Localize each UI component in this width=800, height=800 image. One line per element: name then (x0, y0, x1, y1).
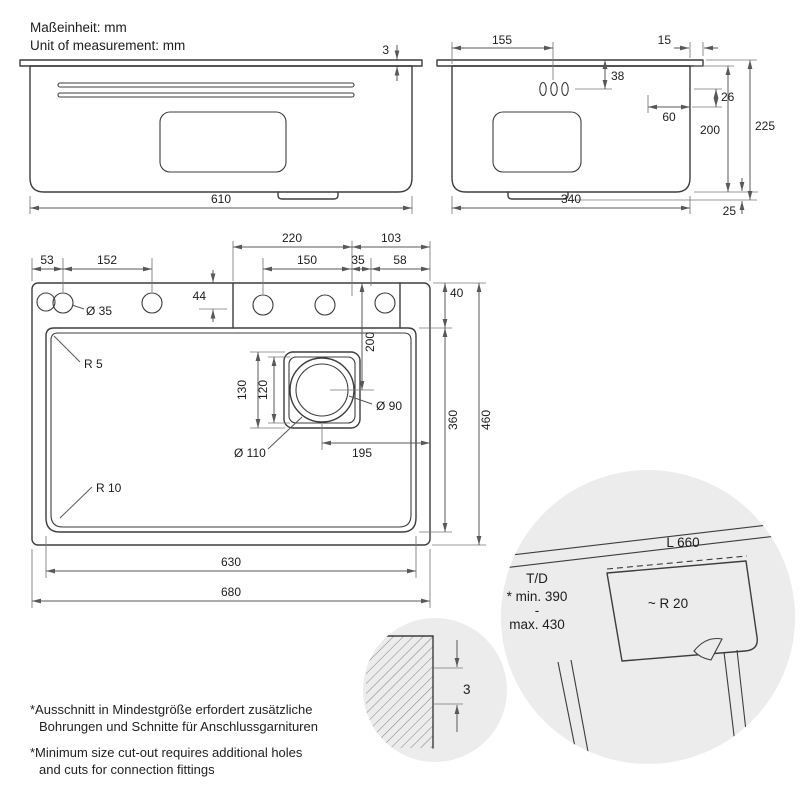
top-dim-120-label: 120 (256, 380, 270, 400)
footnote-en-line2: and cuts for connection fittings (39, 762, 215, 777)
top-faucet-holes (36, 292, 396, 316)
cutout-length-label: L 660 (666, 535, 699, 550)
top-outer-edge (31, 282, 431, 546)
top-dim-680: 680 (31, 549, 431, 608)
top-dim-44: 44 (193, 270, 227, 322)
top-dim-152-label: 152 (97, 253, 117, 267)
side-dim-15-label: 15 (658, 33, 672, 47)
unit-label-en: Unit of measurement: mm (30, 38, 185, 53)
top-dim-630-label: 630 (221, 555, 241, 569)
top-dim-40-label: 40 (450, 286, 464, 300)
side-drain-foot (507, 191, 569, 200)
top-dim-35-label: 35 (351, 253, 365, 267)
top-dim-200-label: 200 (363, 332, 377, 352)
top-dim-dia90-label: Ø 90 (376, 399, 402, 413)
top-dim-195-label: 195 (352, 446, 372, 460)
cutout-radius-label: ~ R 20 (648, 596, 688, 611)
edge-thickness-label: 3 (463, 682, 471, 697)
top-dim-630: 630 (45, 536, 417, 578)
side-dim-340-label: 340 (561, 192, 581, 206)
top-view: 220 103 53 152 150 35 58 44 (31, 231, 493, 608)
side-dim-60-label: 60 (662, 110, 676, 124)
side-dim-225-label: 225 (755, 119, 775, 133)
top-dim-460-label: 460 (479, 410, 493, 430)
top-dim-130-label: 130 (235, 380, 249, 400)
top-dim-dia35-label: Ø 35 (86, 304, 112, 318)
edge-detail-drawing (365, 635, 463, 749)
front-dim-width: 610 (29, 192, 413, 214)
top-dim-360: 360 (419, 328, 460, 533)
top-dim-dia110: Ø 110 (234, 416, 303, 460)
front-dim-rim-label: 3 (382, 43, 389, 57)
footnote-de-line2: Bohrungen und Schnitte für Anschlussgarn… (39, 719, 318, 734)
side-dim-225: 225 (572, 59, 775, 201)
top-dim-44-label: 44 (193, 289, 207, 303)
top-dim-r10: R 10 (59, 481, 122, 519)
side-dim-15: 15 (658, 33, 718, 58)
side-dim-200: 200 (694, 65, 758, 193)
top-dim-200: 200 (330, 283, 377, 391)
top-dim-120: 120 (256, 356, 290, 424)
unit-label-de: Maßeinheit: mm (30, 20, 127, 35)
front-body (29, 65, 413, 193)
front-panel (159, 111, 287, 173)
top-dim-680-label: 680 (221, 585, 241, 599)
side-dim-200-label: 200 (700, 123, 720, 137)
side-rim (436, 59, 704, 67)
cutout-td-label: T/D (526, 571, 548, 586)
side-dim-25-label: 25 (723, 204, 737, 218)
top-dim-r10-label: R 10 (96, 481, 122, 495)
front-drain-foot (277, 191, 339, 200)
front-overflow-slot-1 (57, 82, 355, 88)
top-dim-58-label: 58 (393, 253, 407, 267)
top-dim-dia35: Ø 35 (71, 304, 112, 318)
top-dim-360-label: 360 (446, 410, 460, 430)
side-body (451, 65, 691, 193)
cutout-max-label: max. 430 (509, 617, 565, 632)
cutout-detail-background (501, 470, 795, 764)
top-basin-outer (45, 327, 417, 533)
front-view: 3 610 (19, 43, 423, 214)
front-dim-rim: 3 (382, 43, 400, 81)
front-dim-width-label: 610 (211, 192, 231, 206)
side-dim-155: 155 (451, 33, 554, 80)
top-dim-dia90: Ø 90 (348, 395, 402, 413)
side-dim-38: 38 (575, 60, 625, 90)
top-dim-r5-label: R 5 (84, 357, 103, 371)
side-dim-60: 60 (647, 95, 690, 124)
footnotes: *Ausschnitt in Mindestgröße erfordert zu… (30, 702, 318, 777)
top-basin-inner (50, 332, 412, 528)
footnote-de-line1: *Ausschnitt in Mindestgröße erfordert zu… (30, 702, 313, 717)
cutout-min-label: * min. 390 (507, 589, 568, 604)
side-dim-155-label: 155 (492, 33, 512, 47)
side-view: 155 15 38 26 60 200 (436, 33, 775, 218)
top-dim-103-label: 103 (381, 231, 401, 245)
top-dim-row-b: 53 152 150 35 58 (31, 253, 430, 294)
cutout-sep-label: - (535, 603, 540, 618)
top-dim-220-label: 220 (282, 231, 302, 245)
top-dim-195: 195 (321, 424, 430, 460)
side-dim-25: 25 (723, 178, 745, 218)
edge-detail: 3 (363, 618, 507, 762)
top-dim-130: 130 (235, 351, 285, 429)
top-dim-150-label: 150 (297, 253, 317, 267)
cutout-detail: L 660 T/D * min. 390 - max. 430 ~ R 20 (501, 470, 795, 764)
side-panel (492, 111, 582, 173)
footnote-en-line1: *Minimum size cut-out requires additiona… (30, 745, 303, 760)
front-rim (19, 59, 423, 67)
side-dim-38-label: 38 (611, 69, 625, 83)
top-dim-460: 460 (432, 283, 493, 546)
top-dim-53-label: 53 (40, 253, 54, 267)
front-overflow-slot-2 (57, 92, 355, 98)
top-dim-r5: R 5 (53, 335, 103, 371)
side-faucet-holes (539, 81, 569, 97)
side-dim-340: 340 (451, 192, 691, 214)
top-dim-dia110-label: Ø 110 (234, 446, 266, 460)
top-dim-40: 40 (419, 282, 486, 329)
